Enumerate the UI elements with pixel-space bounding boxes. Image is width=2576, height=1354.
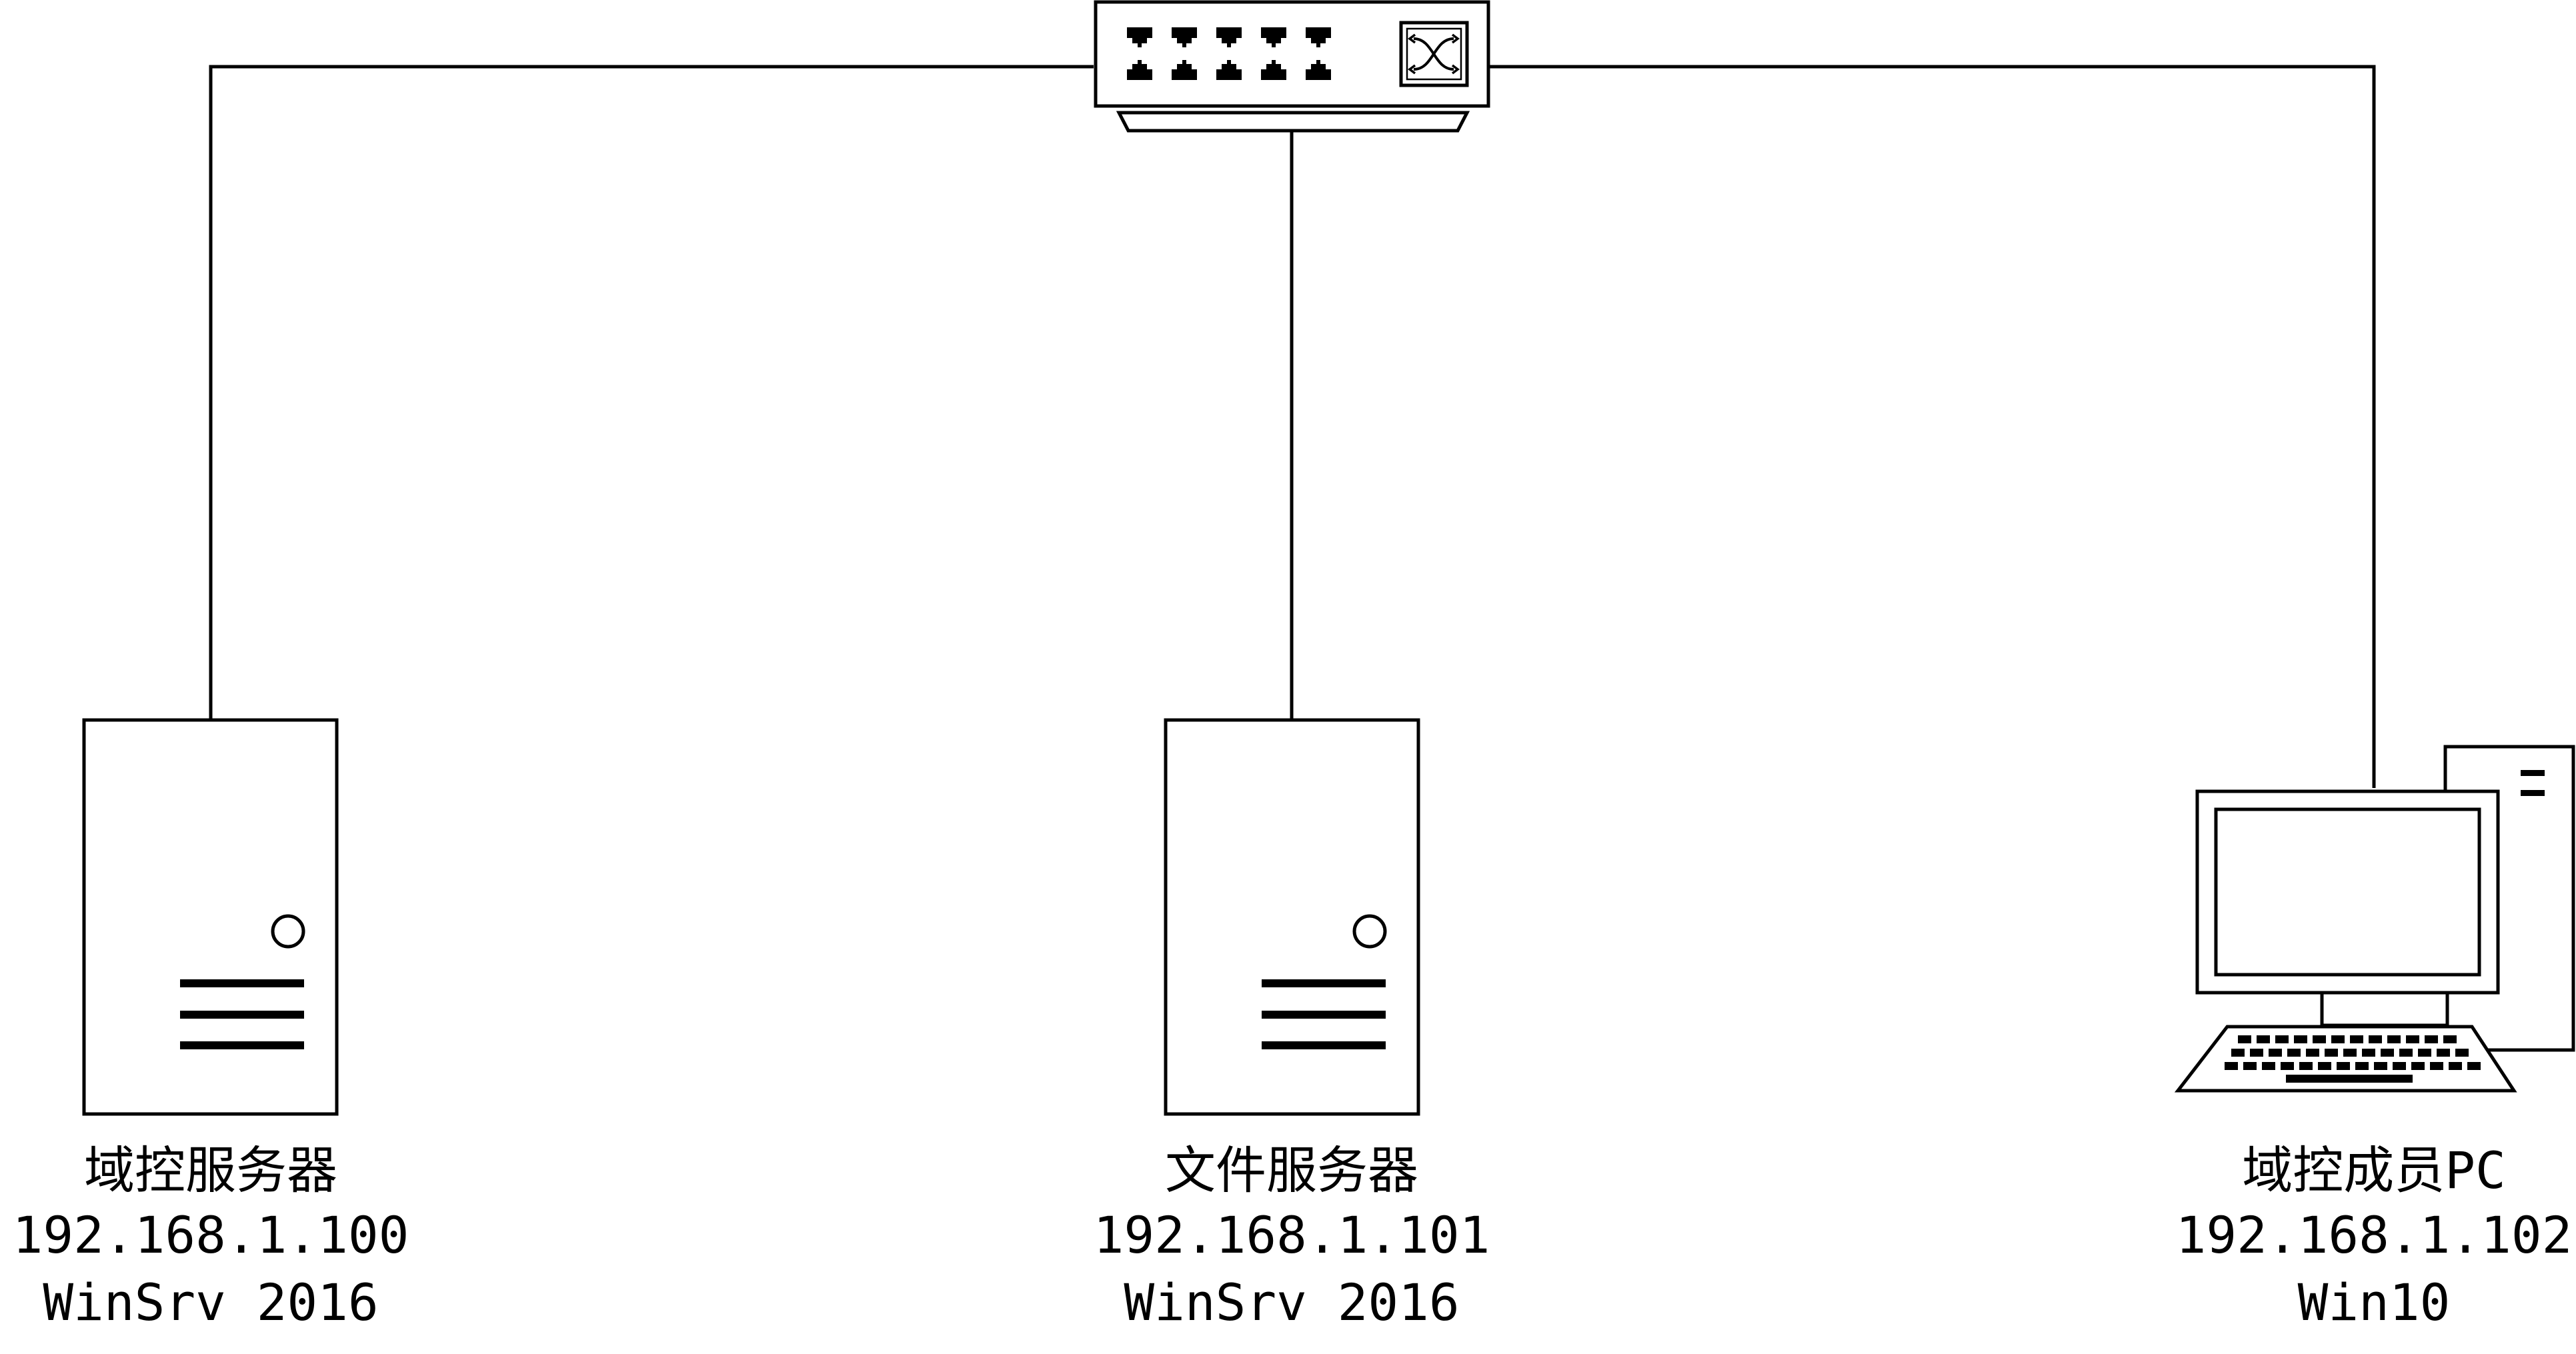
- node-label-domain-controller: 域控服务器 192.168.1.100 WinSrv 2016: [13, 1141, 409, 1332]
- node-name: 域控成员PC: [2242, 1141, 2506, 1200]
- keyboard-keys: [2225, 1035, 2481, 1083]
- node-os: WinSrv 2016: [43, 1273, 378, 1332]
- server-tower-icon: [1164, 718, 1420, 1116]
- switch-logo-icon: [1399, 21, 1469, 87]
- node-label-member-pc: 域控成员PC 192.168.1.102 Win10: [2176, 1141, 2573, 1332]
- network-switch-icon: [1094, 0, 1490, 133]
- node-ip: 192.168.1.101: [1094, 1205, 1490, 1265]
- connection-lines: [209, 65, 2376, 788]
- desktop-pc-icon: [2174, 745, 2575, 1093]
- node-ip: 192.168.1.100: [13, 1205, 409, 1265]
- link-domain-controller: [209, 65, 1094, 720]
- node-os: Win10: [2298, 1273, 2451, 1332]
- switch-ports: [1127, 27, 1331, 80]
- node-os: WinSrv 2016: [1124, 1273, 1459, 1332]
- node-ip: 192.168.1.102: [2176, 1205, 2573, 1265]
- node-name: 文件服务器: [1165, 1141, 1418, 1200]
- node-label-file-server: 文件服务器 192.168.1.101 WinSrv 2016: [1094, 1141, 1490, 1332]
- link-member-pc: [1488, 65, 2376, 788]
- server-tower-icon: [82, 718, 339, 1116]
- node-name: 域控服务器: [84, 1141, 337, 1200]
